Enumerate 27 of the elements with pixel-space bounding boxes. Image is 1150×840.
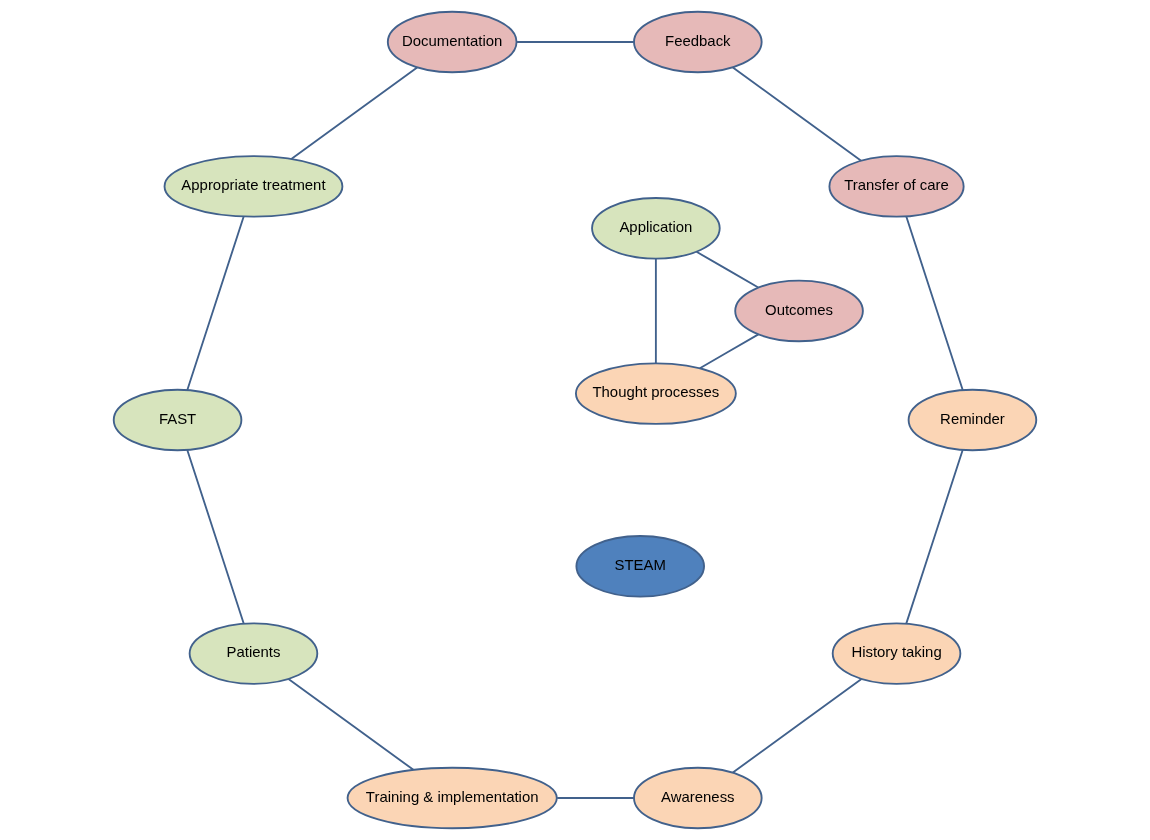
connector — [516, 41, 635, 43]
node-ellipse: Transfer of care — [828, 155, 965, 218]
node-ellipse: Application — [591, 197, 721, 260]
node-ellipse: Feedback — [633, 10, 763, 74]
node-ellipse: Thought processes — [575, 362, 737, 425]
node-ellipse: Training & implementation — [346, 766, 558, 830]
connector — [731, 678, 863, 774]
connector — [290, 66, 419, 160]
connector — [698, 333, 760, 370]
connector — [186, 215, 245, 391]
connector — [905, 215, 964, 391]
connector — [287, 678, 415, 771]
node-ellipse: FAST — [112, 388, 243, 452]
connector — [905, 449, 964, 625]
node-ellipse: STEAM — [575, 535, 705, 598]
node-ellipse: Documentation — [386, 10, 518, 74]
connector — [695, 250, 760, 289]
connector — [186, 449, 245, 625]
connector — [556, 797, 635, 799]
connector — [654, 257, 657, 365]
node-ellipse: Awareness — [633, 766, 763, 830]
node-ellipse: Reminder — [907, 388, 1038, 452]
connector — [731, 66, 862, 162]
node-ellipse: Patients — [188, 622, 319, 685]
node-ellipse: Outcomes — [734, 279, 864, 343]
node-ellipse: Appropriate treatment — [163, 155, 344, 218]
node-ellipse: History taking — [831, 622, 962, 685]
